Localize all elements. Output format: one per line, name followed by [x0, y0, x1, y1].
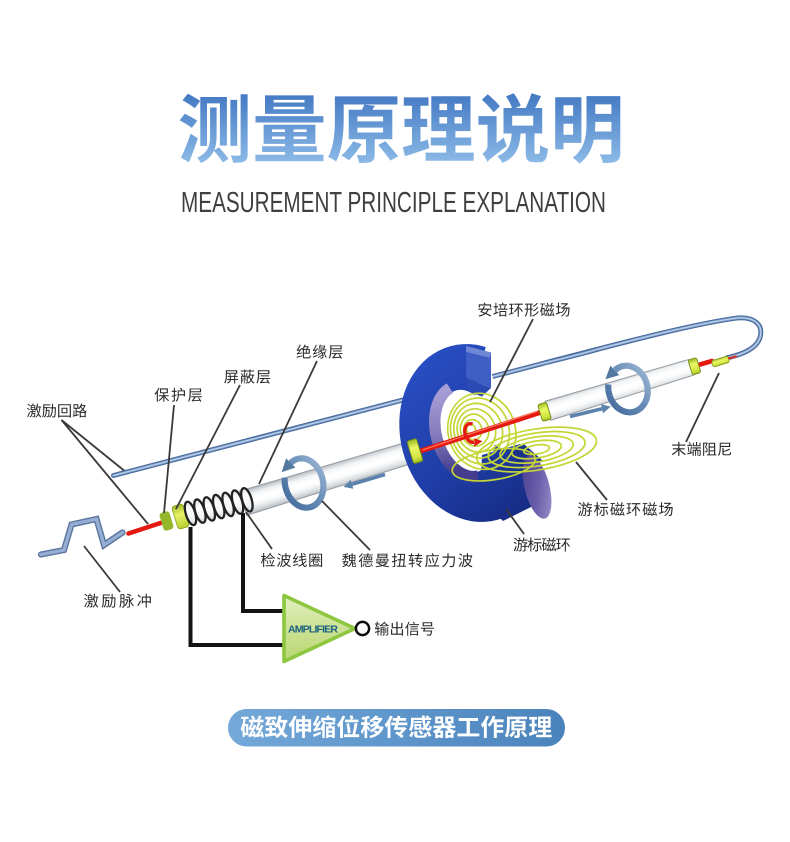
- svg-text:MEASUREMENT PRINCIPLE EXPLAN: MEASUREMENT PRINCIPLE EXPLANATION: [181, 187, 606, 219]
- svg-text:AMPLIFIER: AMPLIFIER: [288, 624, 338, 636]
